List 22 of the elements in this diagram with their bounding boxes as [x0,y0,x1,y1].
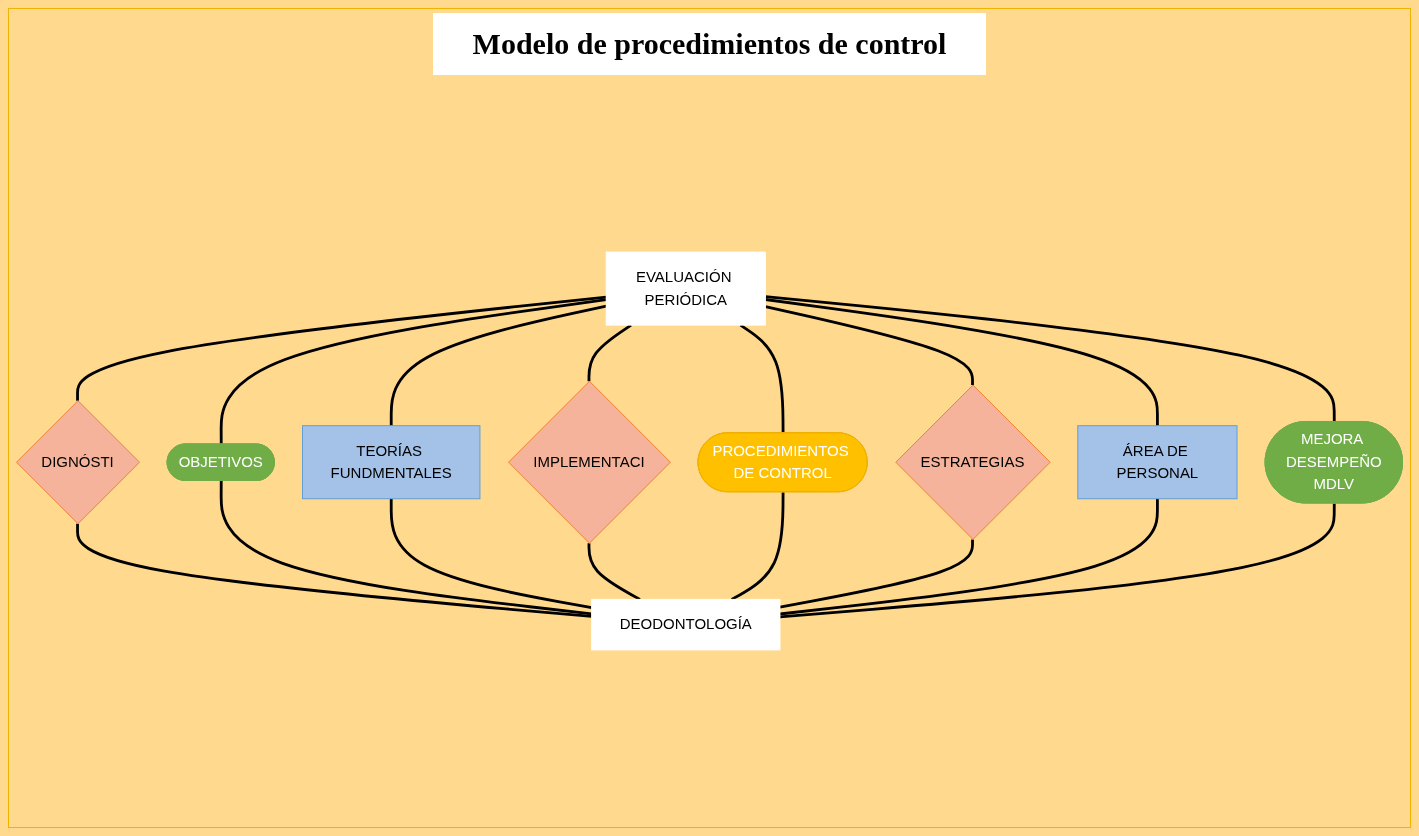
node-diamond: ESTRATEGIAS [895,384,1051,540]
connector [587,543,641,601]
diagram-title: Modelo de procedimientos de control [432,13,987,75]
connector [76,523,592,618]
connector [731,492,785,601]
connector [389,498,592,609]
connector [765,305,974,386]
node-diamond: IMPLEMENTACI [508,380,671,544]
connector [765,295,1336,422]
node-diamond: DIGNÓSTI [16,400,140,525]
node-box: ÁREA DE PERSONAL [1077,425,1238,500]
node-box: TEORÍAS FUNDMENTALES [302,425,481,500]
connector [219,480,592,616]
node-box: EVALUACIÓN PERIÓDICA [605,251,766,326]
connector [779,503,1336,619]
connector [779,498,1159,616]
connector [219,298,607,445]
node-box: DEODONTOLOGÍA [591,598,781,651]
connector [389,304,607,426]
connector [779,539,974,609]
connector [765,298,1159,426]
connector [76,295,607,401]
